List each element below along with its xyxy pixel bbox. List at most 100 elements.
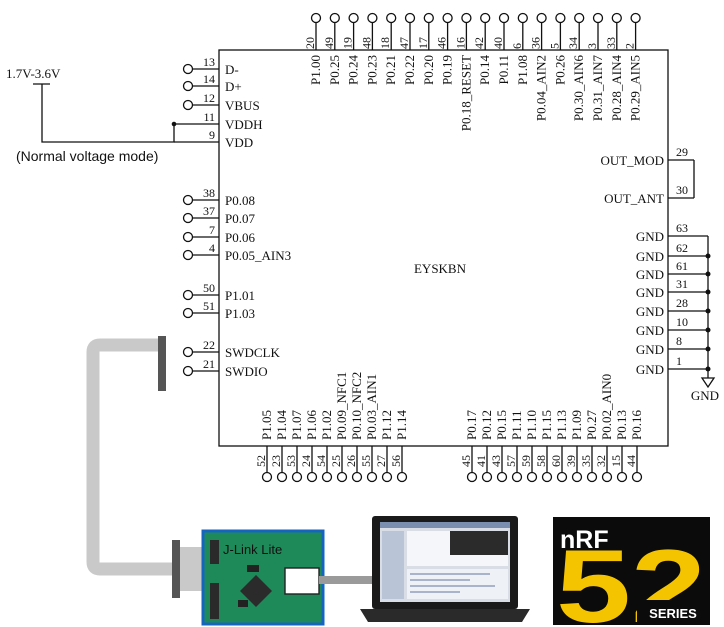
pin-terminal[interactable] <box>496 471 508 483</box>
pin-terminal[interactable] <box>366 471 378 483</box>
pin-terminal[interactable] <box>423 12 434 24</box>
pin-terminal[interactable] <box>182 365 194 377</box>
pin-p0.31_ain7[interactable]: 3P0.31_AIN7 <box>585 12 605 122</box>
pin-terminal[interactable] <box>461 12 472 24</box>
pin-terminal[interactable] <box>536 12 547 24</box>
pin-terminal[interactable] <box>182 346 194 358</box>
pin-terminal[interactable] <box>367 12 378 24</box>
pin-terminal[interactable] <box>351 471 363 483</box>
pin-terminal[interactable] <box>541 471 553 483</box>
pin-terminal[interactable] <box>182 307 194 319</box>
pin-terminal[interactable] <box>511 471 523 483</box>
pin-terminal[interactable] <box>466 471 478 483</box>
pin-terminal[interactable] <box>329 12 340 24</box>
pin-terminal[interactable] <box>310 12 322 24</box>
pin-terminal[interactable] <box>182 63 194 75</box>
pin-p0.26[interactable]: 5P0.26 <box>547 12 567 85</box>
pin-terminal[interactable] <box>555 12 566 24</box>
pin-terminal[interactable] <box>404 12 416 24</box>
pin-terminal[interactable] <box>586 471 598 483</box>
pin-terminal[interactable] <box>182 194 194 206</box>
pin-terminal[interactable] <box>182 212 194 224</box>
pin-terminal[interactable] <box>261 471 273 483</box>
pin-terminal[interactable] <box>517 12 528 24</box>
pin-terminal[interactable] <box>630 12 641 24</box>
pin-terminal[interactable] <box>348 12 359 24</box>
pin-terminal[interactable] <box>182 249 194 261</box>
pin-terminal[interactable] <box>291 471 303 483</box>
pin-terminal[interactable] <box>556 471 568 483</box>
pin-terminal[interactable] <box>396 471 408 483</box>
pin-terminal[interactable] <box>526 471 538 483</box>
pin-p1.08[interactable]: 6P1.08 <box>510 12 530 85</box>
pin-terminal[interactable] <box>592 12 604 24</box>
pin-terminal[interactable] <box>442 12 453 24</box>
pin-terminal[interactable] <box>480 12 491 24</box>
pin-terminal[interactable] <box>481 471 493 483</box>
pin-terminal[interactable] <box>182 231 194 243</box>
pin-terminal[interactable] <box>571 471 583 483</box>
pin-terminal[interactable] <box>182 99 194 111</box>
pin-terminal[interactable] <box>616 471 628 483</box>
pin-terminal[interactable] <box>386 12 397 24</box>
pin-terminal[interactable] <box>601 471 613 483</box>
pin-p0.29_ain5[interactable]: 2P0.29_AIN5 <box>623 12 643 122</box>
pin-terminal[interactable] <box>182 80 194 92</box>
pin-terminal[interactable] <box>182 289 194 301</box>
pin-terminal[interactable] <box>336 471 348 483</box>
pin-terminal[interactable] <box>631 471 643 483</box>
